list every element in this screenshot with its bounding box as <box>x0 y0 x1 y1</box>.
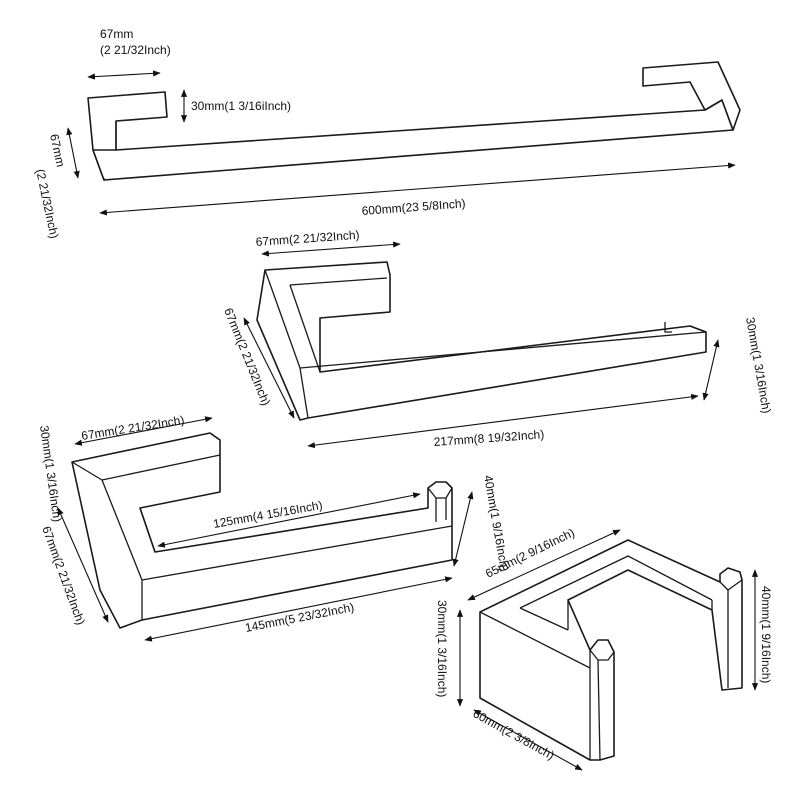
towel-bar-height-label: 67mm <box>47 133 68 169</box>
paper-holder-body <box>256 261 707 421</box>
towel-bar-right-arm <box>642 61 741 131</box>
towel-bar-drawing <box>87 61 741 181</box>
towel-ring-drawing <box>71 432 453 629</box>
towel-bar-length-label: 600mm(23 5/8Inch) <box>361 196 466 218</box>
towel-ring-body <box>71 432 453 629</box>
towel-bar-height-inch-label: (2 21/32Inch) <box>33 168 61 240</box>
paper-holder-thickness-label: 30mm(1 3/16Inch) <box>743 316 774 414</box>
robe-hook-drawing <box>479 539 743 761</box>
towel-ring-thickness-label: 30mm(1 3/16Inch) <box>37 424 64 522</box>
towel-bar-depth-label: 67mm <box>100 27 133 41</box>
paper-holder-depth-label: 67mm(2 21/32Inch) <box>255 228 360 249</box>
towel-bar-depth-inch-label: (2 21/32Inch) <box>100 43 171 57</box>
towel-ring-length-label: 145mm(5 23/32Inch) <box>244 600 355 635</box>
robe-hook-thickness-label: 30mm(1 3/16Inch) <box>435 600 449 697</box>
paper-holder-length-label: 217mm(8 19/32Inch) <box>433 427 544 449</box>
towel-ring-height-label: 67mm(2 21/32Inch) <box>39 524 88 627</box>
towel-ring-inner-length-label: 125mm(4 15/16Inch) <box>212 498 323 531</box>
towel-bar-thickness-label: 30mm(1 3/16iInch) <box>191 99 291 113</box>
paper-holder-drawing <box>256 261 707 421</box>
robe-hook-end-height-label: 40mm(1 9/16Inch) <box>759 586 773 683</box>
towel-bar-body <box>92 99 734 181</box>
robe-hook-body <box>479 539 743 761</box>
towel-ring-depth-label: 67mm(2 21/32Inch) <box>80 413 185 443</box>
